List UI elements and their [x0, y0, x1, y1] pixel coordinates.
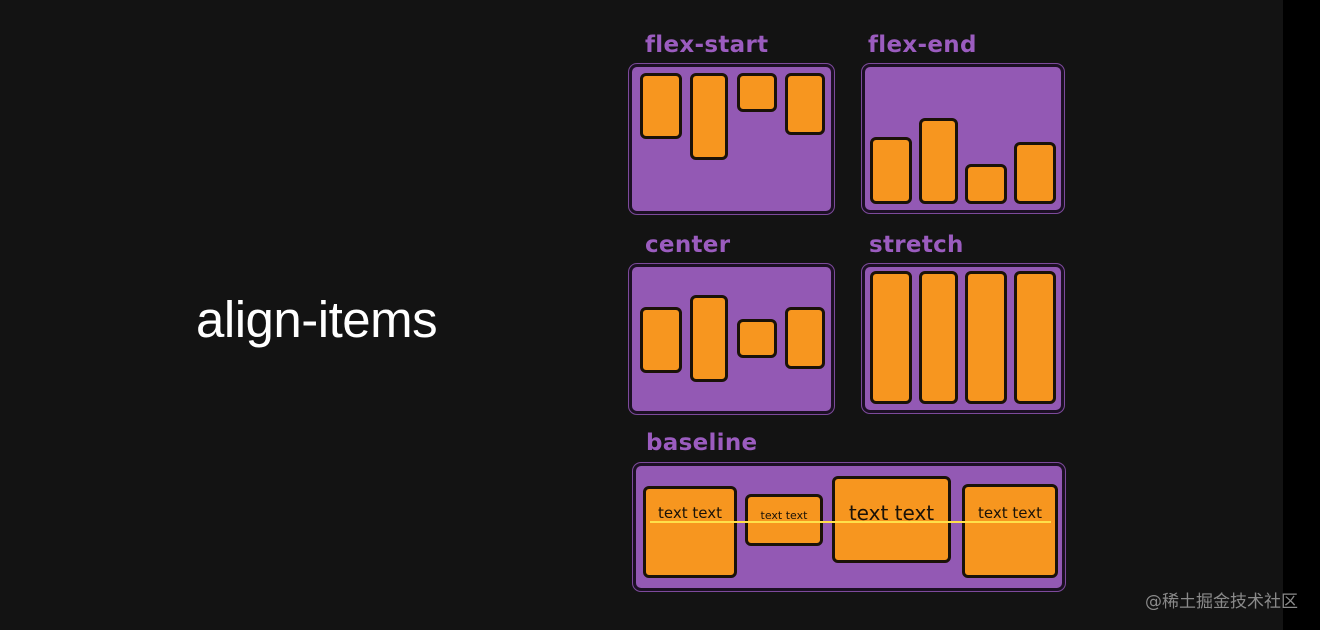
baseline-item: text text: [962, 484, 1058, 578]
baseline-item-text: text text: [978, 504, 1042, 522]
flex-item: [965, 164, 1007, 204]
flex-end-panel: [862, 64, 1064, 213]
flex-item: [737, 73, 777, 112]
flex-item: [640, 73, 682, 139]
stretch-label: stretch: [869, 232, 964, 258]
flex-item: [640, 307, 682, 373]
page-title: align-items: [196, 291, 438, 348]
flex-item: [870, 271, 912, 404]
flex-item: [1014, 271, 1056, 404]
flex-start-label: flex-start: [645, 32, 769, 58]
flex-item: [785, 73, 825, 135]
watermark: @稀土掘金技术社区: [1145, 592, 1298, 612]
baseline-label: baseline: [646, 430, 758, 456]
right-edge-strip: [1283, 0, 1320, 630]
baseline-item-text: text text: [760, 509, 808, 522]
baseline-item-text: text text: [658, 504, 722, 522]
center-panel: [629, 264, 834, 414]
stretch-panel: [862, 264, 1064, 413]
flex-start-panel: [629, 64, 834, 214]
flex-item: [690, 295, 728, 382]
baseline-line: [650, 521, 1051, 523]
baseline-item: text text: [643, 486, 737, 578]
flex-item: [965, 271, 1007, 404]
baseline-item: text text: [745, 494, 823, 546]
flex-item: [690, 73, 728, 160]
flex-item: [919, 271, 958, 404]
flex-item: [870, 137, 912, 204]
baseline-item: text text: [832, 476, 951, 563]
flex-item: [919, 118, 958, 204]
baseline-panel: text text text text text text text text: [633, 463, 1065, 591]
flex-item: [785, 307, 825, 369]
center-label: center: [645, 232, 731, 258]
flex-end-label: flex-end: [868, 32, 977, 58]
flex-item: [1014, 142, 1056, 204]
flex-item: [737, 319, 777, 358]
